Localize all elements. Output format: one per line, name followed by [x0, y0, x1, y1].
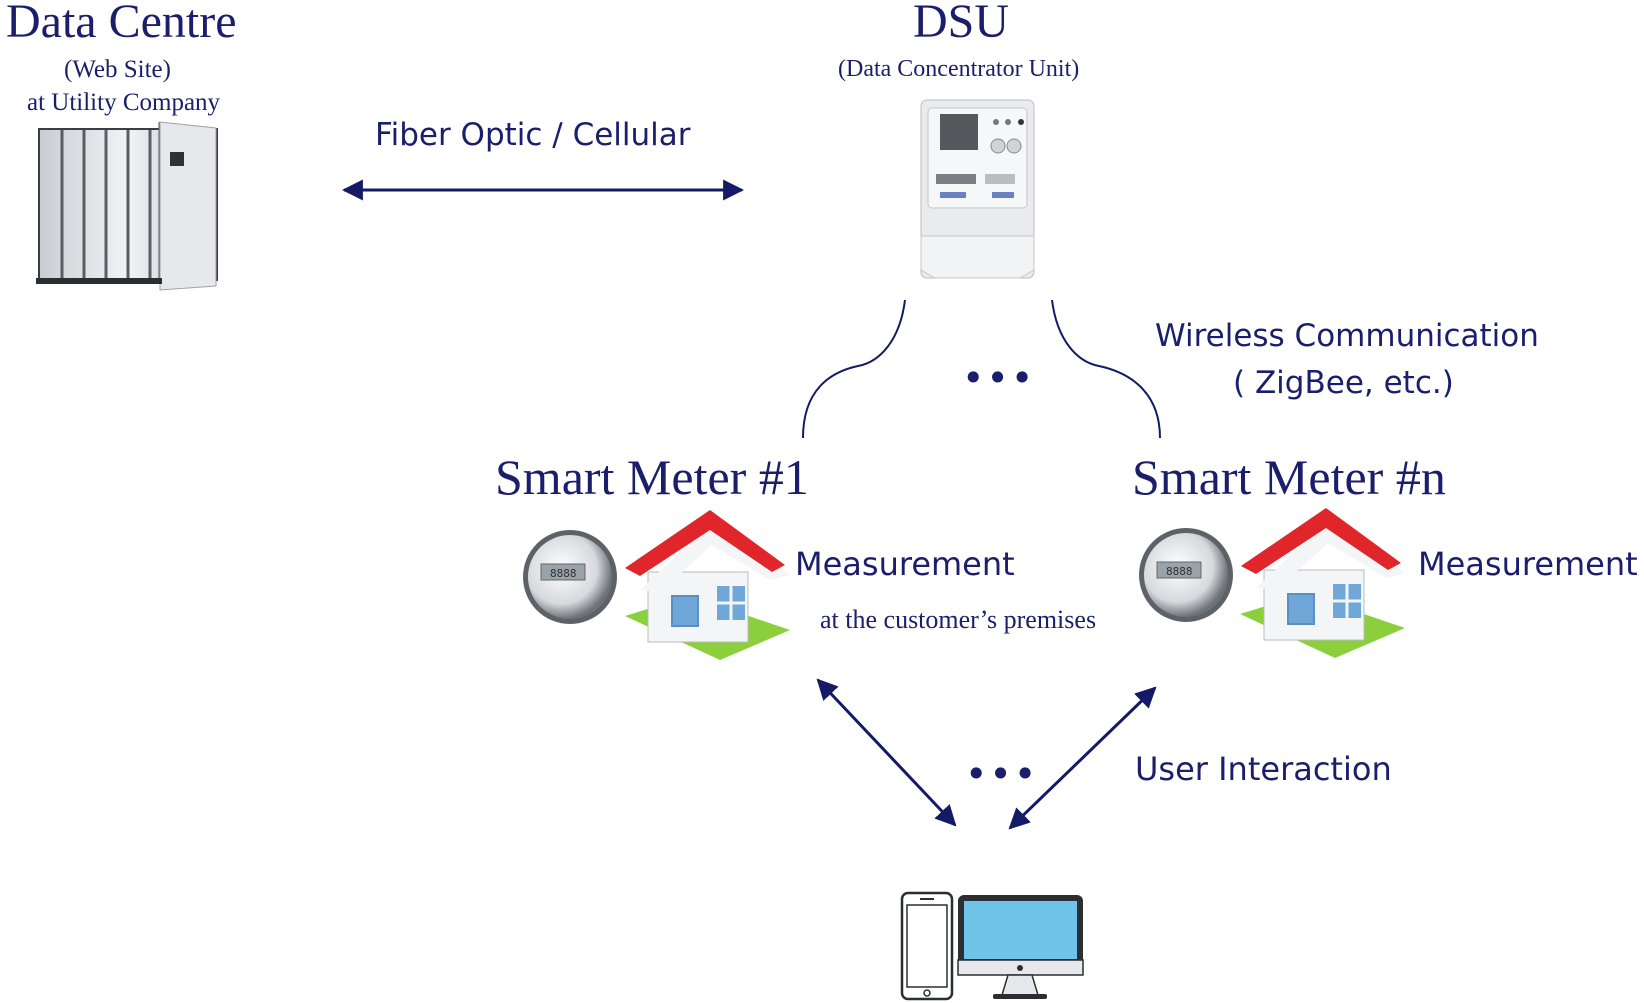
wireless-label-2: ( ZigBee, etc.) [1233, 365, 1454, 401]
smart-meter-1-measurement: Measurement [795, 545, 1015, 583]
smart-meter-n-title: Smart Meter #n [1132, 449, 1446, 505]
phone-icon [900, 891, 954, 1001]
wireless-curve-left [802, 299, 906, 439]
house-icon [1240, 508, 1406, 658]
data-centre-subtitle-1: (Web Site) [64, 56, 171, 83]
user-interaction-label: User Interaction [1135, 750, 1392, 788]
premises-label: at the customer’s premises [820, 605, 1097, 634]
fiber-label: Fiber Optic / Cellular [375, 117, 691, 153]
svg-text:8888: 8888 [1166, 565, 1193, 578]
wireless-curve-right [1051, 299, 1161, 439]
dsu-subtitle: (Data Concentrator Unit) [838, 56, 1080, 82]
smart-meter-1-title: Smart Meter #1 [495, 449, 809, 505]
wireless-label-1: Wireless Communication [1155, 318, 1539, 354]
data-centre-subtitle-2: at Utility Company [27, 89, 221, 116]
dsu-title: DSU [913, 0, 1010, 48]
user-arrow-right [1008, 686, 1157, 830]
smart-meter-icon: 8888 [1139, 528, 1233, 622]
ellipsis-bottom: ••• [965, 752, 1039, 796]
server-rack-icon [36, 121, 218, 291]
svg-text:8888: 8888 [550, 567, 577, 580]
dsu-meter-icon [920, 99, 1035, 279]
smart-meter-icon: 8888 [523, 530, 617, 624]
smart-meter-n-measurement: Measurement [1418, 545, 1638, 583]
data-centre-title: Data Centre [6, 0, 237, 48]
house-icon [625, 510, 790, 660]
user-arrow-left [816, 678, 957, 827]
ellipsis-top: ••• [962, 356, 1036, 400]
desktop-icon [957, 895, 1084, 999]
